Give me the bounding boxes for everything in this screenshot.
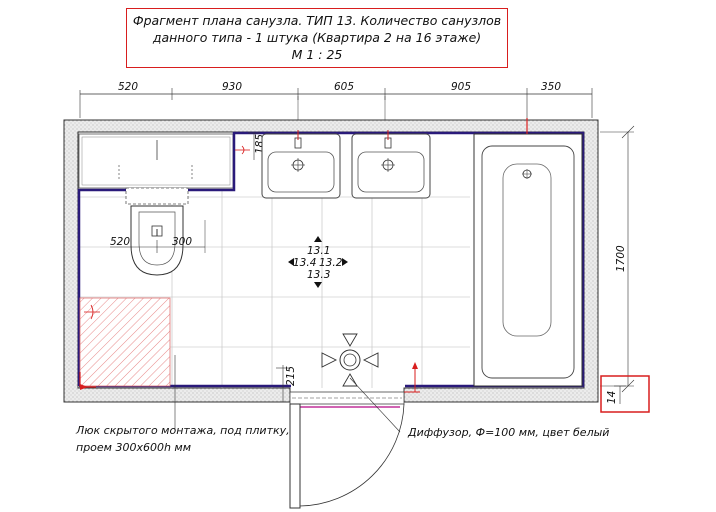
dim-right-height: 1700 xyxy=(615,245,627,272)
title-line-1: Фрагмент плана санузла. ТИП 13. Количест… xyxy=(132,13,502,28)
dim-top-3: 605 xyxy=(334,81,354,93)
dim-top-4: 905 xyxy=(451,81,471,93)
note-hatch-line-2: проем 300х600h мм xyxy=(76,441,191,454)
room-label-bottom: 13.3 xyxy=(307,269,330,281)
room-label-left: 13.4 xyxy=(293,257,316,269)
dim-wc-right: 300 xyxy=(172,236,192,248)
niche-depth-dimension: 185 xyxy=(235,132,266,160)
dim-door-height: 215 xyxy=(285,366,297,386)
arrow-right-icon xyxy=(342,258,348,266)
right-small-dimension-box: 14 xyxy=(600,375,650,413)
arrow-down-icon xyxy=(314,282,322,288)
toilet: 520 300 xyxy=(110,187,206,276)
diffuser-icon xyxy=(321,333,379,387)
room-label-marker: 13.1 13.4 13.2 13.3 xyxy=(288,236,348,288)
right-dimension: 1700 xyxy=(600,125,635,393)
note-hatch-line-1: Люк скрытого монтажа, под плитку, xyxy=(75,424,290,437)
title-scale: М 1 : 25 xyxy=(291,47,343,62)
dim-top-5: 350 xyxy=(541,81,561,93)
door: 215 xyxy=(276,362,420,509)
installation-niche xyxy=(78,133,234,189)
title-box: Фрагмент плана санузла. ТИП 13. Количест… xyxy=(126,8,508,68)
annotations: Люк скрытого монтажа, под плитку, проем … xyxy=(75,355,609,454)
washbasin-right xyxy=(351,130,431,199)
arrow-left-icon xyxy=(288,258,294,266)
arrow-up-icon xyxy=(314,236,322,242)
title-line-2: данного типа - 1 штука (Квартира 2 на 16… xyxy=(152,30,482,45)
dim-wc-left: 520 xyxy=(110,236,130,248)
washbasin-left xyxy=(261,130,341,199)
room-label-right: 13.2 xyxy=(319,257,343,269)
hidden-hatch xyxy=(79,297,171,390)
dim-top-2: 930 xyxy=(222,81,242,93)
note-diffuser: Диффузор, Ф=100 мм, цвет белый xyxy=(407,426,609,439)
dim-right-small: 14 xyxy=(606,391,618,404)
dim-top-1: 520 xyxy=(118,81,138,93)
bathtub xyxy=(473,118,583,387)
room-label-top: 13.1 xyxy=(307,245,330,257)
